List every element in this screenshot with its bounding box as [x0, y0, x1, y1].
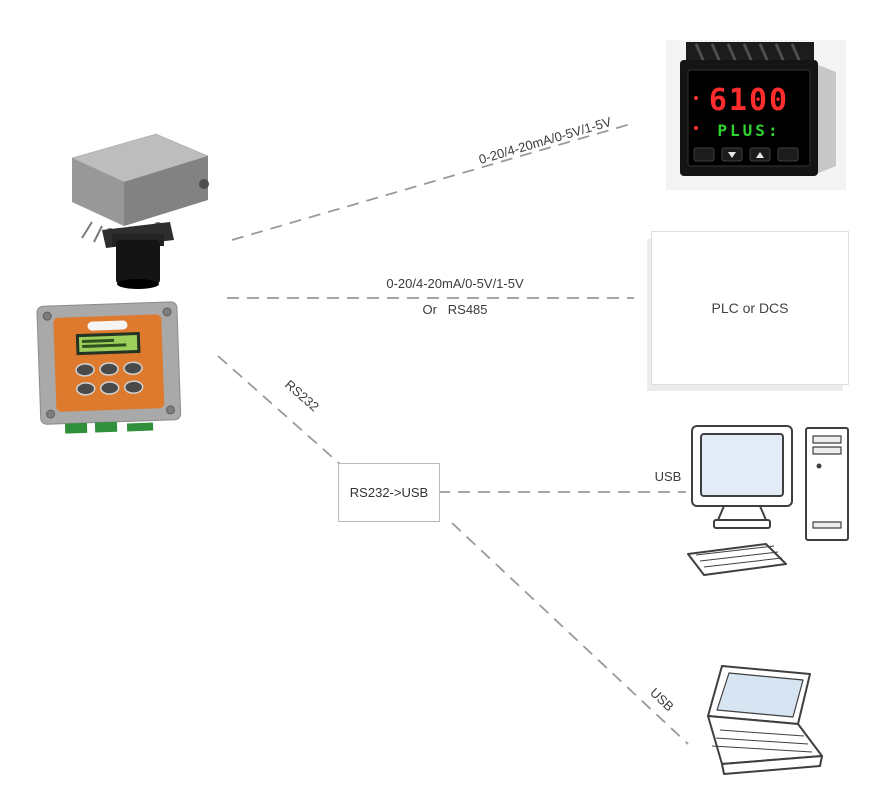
controller-screw [165, 405, 175, 415]
sensor-probe-cylinder [116, 240, 160, 284]
meter-side-depth [816, 64, 836, 174]
label-or-rs485: Or RS485 [422, 302, 488, 317]
controller-lcd-text-line [82, 338, 115, 343]
controller-terminal-block [94, 421, 118, 433]
desktop-keyboard-keys [695, 545, 783, 568]
controller-button [99, 381, 120, 395]
line-converter-to-laptop [451, 522, 689, 745]
controller-button [123, 380, 144, 394]
meter-down-arrow-icon [728, 152, 736, 158]
desktop-screen [700, 433, 784, 497]
line-sensor-to-meter [231, 122, 635, 241]
desktop-vent [812, 521, 842, 529]
desktop-keyboard [687, 543, 787, 576]
meter-display-window [687, 69, 811, 167]
controller-screw [46, 409, 56, 419]
meter-indicator-led [694, 96, 698, 100]
sensor-probe-tip [117, 279, 159, 289]
controller-button [99, 362, 119, 376]
plc-dcs-label: PLC or DCS [711, 300, 789, 316]
laptop-keyboard-keys [711, 729, 813, 753]
meter-indicator-led [694, 126, 698, 130]
desktop-drive-bay [812, 446, 842, 455]
controller-lcd-text-line [82, 343, 127, 348]
controller-button [123, 361, 143, 375]
meter-digits: 6100 [709, 83, 789, 118]
meter-word: PLUS: [717, 121, 780, 140]
rs232-usb-converter-label: RS232->USB [349, 485, 429, 500]
controller-lcd-screen [78, 335, 138, 353]
desktop-tower [805, 427, 849, 541]
meter-heatsink-slats [694, 43, 802, 63]
panel-meter-device: 6100 PLUS: [666, 40, 846, 190]
controller-device [36, 301, 182, 434]
controller-terminal-block [64, 422, 88, 434]
laptop-computer [707, 665, 823, 775]
controller-screw [162, 307, 172, 317]
controller-button [75, 382, 96, 396]
controller-keypad [75, 361, 144, 396]
sensor-device [71, 133, 209, 289]
controller-brand-logo [87, 320, 128, 331]
desktop-monitor-stand [717, 505, 767, 521]
rs232-usb-converter-node: RS232->USB [338, 463, 440, 522]
controller-button [75, 363, 95, 377]
label-usb-desktop: USB [654, 469, 682, 484]
controller-terminal-block [126, 422, 154, 432]
meter-button [777, 147, 799, 162]
sensor-front-face [72, 158, 124, 226]
plc-dcs-node: PLC or DCS [651, 231, 849, 385]
sensor-wires [81, 221, 103, 243]
desktop-drive-bay [812, 435, 842, 444]
desktop-power-button [816, 463, 822, 469]
sensor-connector [199, 179, 209, 189]
controller-screw [42, 311, 52, 321]
sensor-side-face [124, 156, 208, 226]
desktop-monitor-base [713, 519, 771, 529]
meter-up-arrow-icon [756, 152, 764, 158]
laptop-screen [716, 672, 804, 718]
desktop-computer [687, 425, 849, 576]
line-controller-to-converter [217, 355, 341, 465]
laptop-front-edge [721, 755, 823, 775]
controller-terminals [64, 421, 154, 434]
meter-button [693, 147, 715, 162]
label-analog-to-plc: 0-20/4-20mA/0-5V/1-5V [386, 276, 524, 291]
